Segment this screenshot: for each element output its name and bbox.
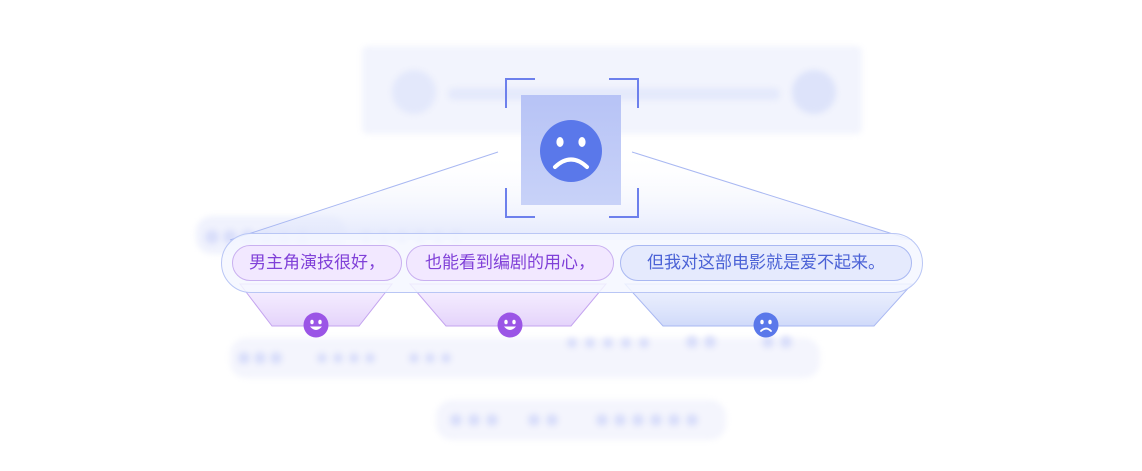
background-dot	[621, 338, 631, 348]
segment-chip-1: 男主角演技很好，	[232, 245, 402, 281]
background-dot	[704, 336, 716, 348]
background-dot	[650, 414, 662, 426]
background-dot	[596, 414, 608, 426]
background-frown-icon	[792, 70, 836, 114]
background-dot	[668, 414, 680, 426]
focus-frame-corner	[609, 188, 639, 218]
background-dot	[632, 414, 644, 426]
background-dot	[409, 353, 419, 363]
background-dot	[317, 353, 327, 363]
smiley-face-icon	[303, 312, 329, 338]
focus-frame-corner	[609, 78, 639, 108]
background-dot	[528, 414, 540, 426]
frown-face-icon	[753, 312, 779, 338]
background-dot	[425, 353, 435, 363]
background-dot	[365, 353, 375, 363]
fan-line-left	[229, 151, 499, 241]
background-dot	[603, 338, 613, 348]
fan-line-right	[631, 151, 913, 241]
background-dot	[349, 353, 359, 363]
segment-chip-3: 但我对这部电影就是爱不起来。	[620, 245, 912, 281]
focus-frame-corner	[505, 188, 535, 218]
background-dot	[450, 414, 462, 426]
background-dot	[546, 414, 558, 426]
background-dot	[205, 230, 219, 244]
background-dot	[686, 414, 698, 426]
overall-sentiment-box	[521, 95, 621, 205]
background-dot	[585, 338, 595, 348]
frown-face-icon	[540, 120, 602, 182]
background-pill	[230, 338, 820, 378]
background-dot	[254, 352, 266, 364]
background-dot	[441, 353, 451, 363]
background-dot	[468, 414, 480, 426]
background-dot	[333, 353, 343, 363]
background-dot	[567, 338, 577, 348]
focus-frame-corner	[505, 78, 535, 108]
background-dot	[780, 336, 792, 348]
smiley-face-icon	[497, 312, 523, 338]
background-avatar	[392, 70, 436, 114]
background-dot	[238, 352, 250, 364]
background-dot	[762, 336, 774, 348]
background-dot	[486, 414, 498, 426]
background-dot	[686, 336, 698, 348]
background-dot	[639, 338, 649, 348]
background-dot	[614, 414, 626, 426]
segment-chip-2: 也能看到编剧的用心，	[406, 245, 614, 281]
background-dot	[270, 352, 282, 364]
